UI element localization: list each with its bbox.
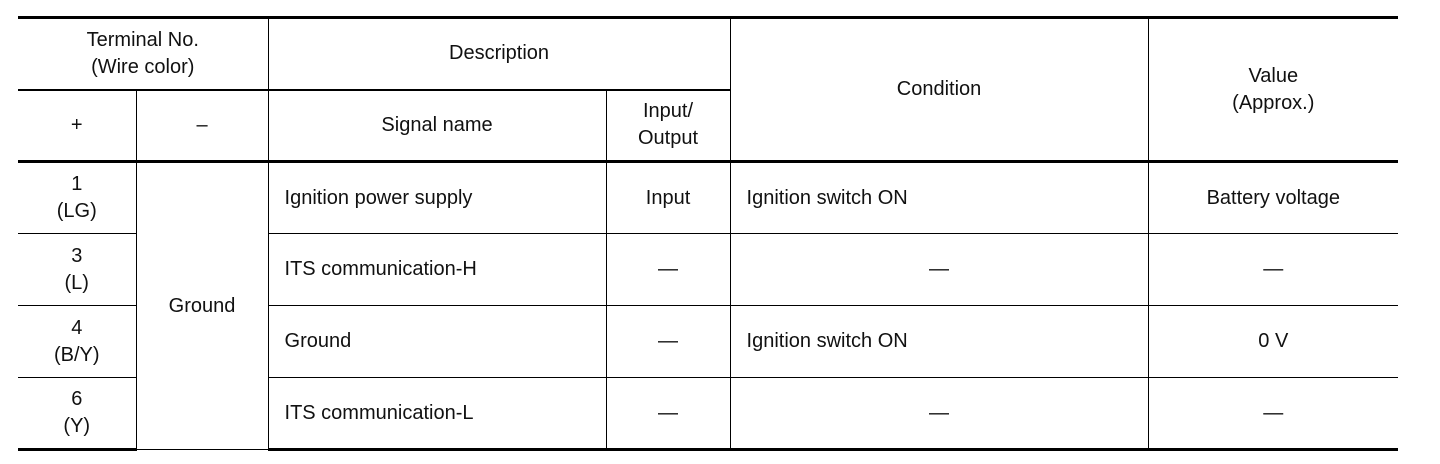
io-cell: — xyxy=(605,377,731,451)
signal-name-cell: ITS communication-L xyxy=(267,377,607,451)
signal-name-cell: Ignition power supply xyxy=(267,161,607,234)
terminal-number: 3 xyxy=(71,244,83,267)
terminal-cell: 3 (L) xyxy=(18,233,137,306)
table-row: 4 (B/Y) Ground — Ignition switch ON 0 V xyxy=(18,305,1399,378)
condition-cell: Ignition switch ON xyxy=(729,305,1149,378)
condition-cell: — xyxy=(729,377,1149,451)
table-row: 3 (L) ITS communication-H — — — xyxy=(18,233,1399,306)
wire-color: (LG) xyxy=(56,200,97,222)
ground-cell: Ground xyxy=(135,161,269,450)
io-header-line1: Input/ xyxy=(643,100,694,123)
signal-name-cell: Ground xyxy=(267,305,607,378)
io-header-line2: Output xyxy=(638,127,699,150)
value-cell: Battery voltage xyxy=(1147,161,1399,234)
condition-cell: Ignition switch ON xyxy=(729,161,1149,234)
terminal-no-header: Terminal No. (Wire color) xyxy=(18,16,269,91)
terminal-no-header-line2: (Wire color) xyxy=(91,55,195,78)
terminal-table: Terminal No. (Wire color) Description Co… xyxy=(18,16,1399,451)
terminal-no-header-line1: Terminal No. xyxy=(86,28,199,51)
terminal-cell: 4 (B/Y) xyxy=(18,305,137,378)
io-cell: Input xyxy=(605,161,731,234)
signal-name-cell: ITS communication-H xyxy=(267,233,607,306)
plus-header: + xyxy=(18,89,137,163)
terminal-number: 6 xyxy=(71,388,83,410)
terminal-cell: 1 (LG) xyxy=(18,161,137,234)
value-cell: — xyxy=(1147,233,1399,306)
io-cell: — xyxy=(605,233,731,306)
value-header-line1: Value xyxy=(1248,64,1299,87)
terminal-number: 4 xyxy=(71,316,83,339)
io-cell: — xyxy=(605,305,731,378)
value-header-line2: (Approx.) xyxy=(1232,91,1315,114)
wire-color: (L) xyxy=(64,271,89,294)
wire-color: (Y) xyxy=(63,415,91,437)
table-row: 6 (Y) ITS communication-L — — — xyxy=(18,377,1399,451)
io-header: Input/ Output xyxy=(605,89,731,163)
wire-color: (B/Y) xyxy=(53,343,100,366)
terminal-number: 1 xyxy=(71,173,83,195)
table-row: 1 (LG) Ground Ignition power supply Inpu… xyxy=(18,161,1399,450)
signal-name-header: Signal name xyxy=(267,89,607,163)
value-cell: 0 V xyxy=(1147,305,1399,378)
value-cell: — xyxy=(1147,377,1399,451)
value-header: Value (Approx.) xyxy=(1147,16,1399,163)
terminal-cell: 6 (Y) xyxy=(18,377,137,451)
description-header: Description xyxy=(267,16,731,91)
condition-header: Condition xyxy=(729,16,1149,163)
condition-cell: — xyxy=(729,233,1149,306)
minus-header: – xyxy=(135,89,269,163)
